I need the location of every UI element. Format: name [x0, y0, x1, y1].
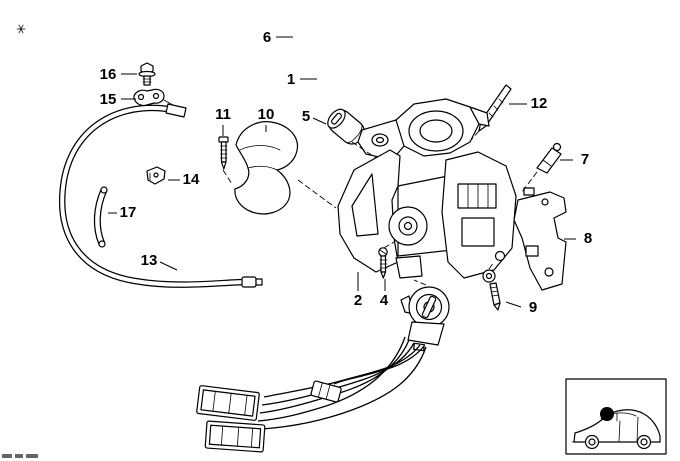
callout-12[interactable]: 12: [531, 95, 548, 112]
wiring-harness: [257, 336, 427, 430]
callout-8[interactable]: 8: [584, 230, 592, 247]
ignition-switch: [400, 286, 450, 352]
part-lock-cylinder-5: [327, 108, 365, 145]
car-body: [573, 409, 661, 443]
callout-11[interactable]: 11: [215, 106, 231, 123]
callout-4[interactable]: 4: [380, 292, 389, 309]
callout-5[interactable]: 5: [302, 108, 310, 125]
part-cover-10: [234, 121, 298, 215]
callout-6[interactable]: 6: [263, 29, 271, 46]
part-screw-9: [482, 269, 501, 311]
part-pin-12: [478, 84, 512, 132]
callout-1[interactable]: 1: [287, 71, 295, 88]
callout-14[interactable]: 14: [183, 171, 200, 188]
connector-large-lower: [204, 420, 266, 453]
callout-labels: 6 1 16 15 11 10 5 12 7 14 17 8 13 2 4 9: [100, 29, 593, 316]
callout-7[interactable]: 7: [581, 151, 589, 168]
callout-17[interactable]: 17: [120, 204, 137, 221]
callout-15[interactable]: 15: [100, 91, 117, 108]
part-cable-13: [58, 103, 263, 288]
callout-13[interactable]: 13: [141, 252, 158, 269]
car-thumbnail: [565, 378, 667, 455]
callout-2[interactable]: 2: [354, 292, 362, 309]
connector-large-upper: [196, 385, 260, 421]
part-sensor-7: [536, 142, 562, 174]
location-marker-dot: [600, 407, 614, 421]
part-bracket-15: [133, 88, 179, 109]
callout-16[interactable]: 16: [100, 66, 117, 83]
callout-leader-lines: [108, 36, 576, 308]
assembly-dash-lines: [222, 130, 538, 286]
part-bracket-8: [513, 187, 567, 291]
connector-small: [310, 380, 342, 403]
part-bolt-16: [138, 62, 156, 86]
part-screw-4: [378, 247, 388, 279]
part-clip-14: [146, 166, 166, 185]
part-screw-11: [218, 136, 229, 170]
housing-top-casting: [357, 98, 490, 161]
housing-right: [441, 151, 517, 279]
illegible-watermark: [2, 454, 38, 458]
callout-9[interactable]: 9: [529, 299, 537, 316]
housing-main: [337, 149, 453, 279]
part-strip-17: [93, 186, 108, 248]
callout-10[interactable]: 10: [258, 106, 275, 123]
corner-mark: [16, 24, 26, 34]
